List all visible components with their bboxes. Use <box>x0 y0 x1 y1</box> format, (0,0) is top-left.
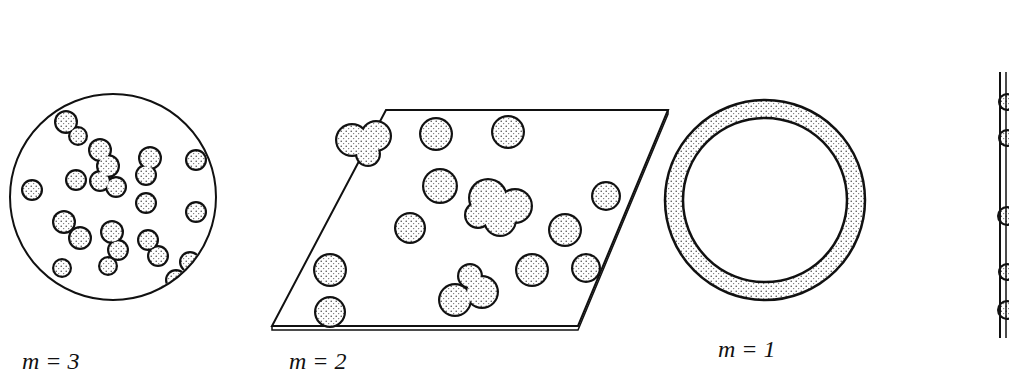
cluster-fill <box>424 170 456 202</box>
cluster-fill <box>1000 131 1009 145</box>
cluster-fill <box>593 183 619 209</box>
cluster-fill <box>187 203 205 221</box>
cluster-fill <box>70 128 86 144</box>
cluster-fill <box>67 171 85 189</box>
cluster-outline <box>997 300 1009 320</box>
line-edge <box>999 72 1001 338</box>
dimension-label: m = 1 <box>718 336 776 363</box>
cluster-fill <box>187 151 205 169</box>
cluster-outline <box>21 179 43 201</box>
cluster-outline <box>135 192 157 214</box>
cluster-fill <box>440 285 470 315</box>
ring <box>665 100 865 300</box>
cluster-fill <box>1000 265 1009 279</box>
sphere-outline <box>10 94 216 300</box>
cluster-fill <box>54 260 70 276</box>
cluster-fill <box>550 215 580 245</box>
cluster-fill <box>102 222 122 242</box>
cluster-fill <box>23 181 41 199</box>
cluster-fill <box>139 231 157 249</box>
cluster-fill <box>137 194 155 212</box>
cluster-fill <box>485 205 515 235</box>
plane-edge <box>272 110 668 330</box>
cluster-outline <box>185 149 207 171</box>
cluster-fill <box>493 117 523 147</box>
cluster-outline <box>314 296 346 328</box>
cluster-fill <box>517 255 547 285</box>
cluster-outline <box>515 253 549 287</box>
cluster-fill <box>421 119 451 149</box>
cluster-outline <box>156 285 176 305</box>
cluster-outline <box>997 206 1009 226</box>
plane-clusters <box>313 115 621 328</box>
cluster-fill <box>357 143 379 165</box>
dimension-label: m = 2 <box>289 348 347 375</box>
cluster-fill <box>181 253 199 271</box>
plane-outline <box>272 110 668 326</box>
cluster-outline <box>313 253 347 287</box>
cluster-fill <box>137 166 155 184</box>
cluster-outline <box>394 212 426 244</box>
cluster-fill <box>315 255 345 285</box>
cluster-fill <box>1000 95 1009 109</box>
cluster-outline <box>65 169 87 191</box>
cluster-fill <box>396 214 424 242</box>
cluster-fill <box>100 258 116 274</box>
line-clusters <box>997 93 1009 320</box>
cluster-outline <box>68 226 92 250</box>
cluster-outline <box>571 253 601 283</box>
cluster-fill <box>70 228 90 248</box>
cluster-outline <box>98 256 118 276</box>
cluster-outline <box>419 117 453 151</box>
cluster-fill <box>91 172 109 190</box>
cluster-fill <box>573 255 599 281</box>
cluster-fill <box>466 203 490 227</box>
cluster-outline <box>491 115 525 149</box>
cluster-outline <box>52 258 72 278</box>
cluster-outline <box>422 168 458 204</box>
cluster-fill <box>54 212 74 232</box>
cluster-outline <box>185 201 207 223</box>
cluster-fill <box>459 265 481 287</box>
cluster-outline <box>548 213 582 247</box>
cluster-fill <box>158 287 174 303</box>
dimension-label: m = 3 <box>22 348 80 375</box>
cluster-fill <box>316 298 344 326</box>
cluster-outline <box>591 181 621 211</box>
cluster-fill <box>149 247 167 265</box>
cluster-fill <box>56 112 76 132</box>
cluster-fill <box>109 241 127 259</box>
cluster-fill <box>140 148 160 168</box>
cluster-fill <box>107 178 125 196</box>
cluster-outline <box>135 164 157 186</box>
line-edge <box>1005 72 1007 338</box>
